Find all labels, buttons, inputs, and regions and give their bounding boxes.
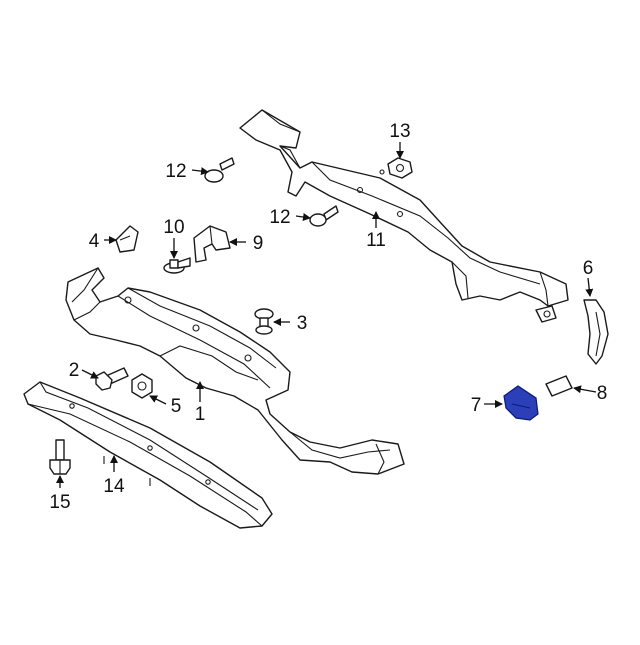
- callout-3: 3: [297, 313, 308, 334]
- leader-lines: [56, 142, 597, 488]
- push-pin-part-3[interactable]: [254, 308, 274, 335]
- nut-part-5[interactable]: [131, 373, 153, 399]
- callout-12-left: 12: [165, 161, 186, 182]
- callout-9: 9: [253, 233, 264, 254]
- bolt-part-2[interactable]: [95, 367, 129, 391]
- clip-part-4[interactable]: [115, 225, 139, 253]
- upper-tie-bar-part-11[interactable]: [239, 109, 569, 323]
- radiator-support-part-1[interactable]: [65, 267, 405, 475]
- bolt-part-10[interactable]: [163, 257, 191, 274]
- bracket-part-6[interactable]: [583, 299, 609, 365]
- bracket-part-9[interactable]: [193, 225, 231, 263]
- clip-part-8[interactable]: [545, 375, 573, 397]
- bolt-part-15[interactable]: [49, 439, 71, 475]
- callout-13: 13: [389, 121, 410, 142]
- grommet-part-13[interactable]: [387, 157, 413, 179]
- callout-4: 4: [89, 231, 100, 252]
- callout-14: 14: [103, 476, 125, 497]
- callout-8: 8: [597, 383, 608, 404]
- callout-2: 2: [69, 360, 80, 381]
- bracket-part-7-highlighted[interactable]: [503, 385, 539, 421]
- bolt-part-12-left[interactable]: [204, 157, 235, 183]
- lower-deflector-part-14[interactable]: [23, 381, 273, 529]
- callout-10: 10: [163, 217, 184, 238]
- callout-7: 7: [471, 395, 482, 416]
- callout-11: 11: [366, 230, 386, 251]
- bolt-part-12-right[interactable]: [309, 205, 339, 227]
- callout-6: 6: [583, 258, 594, 279]
- callout-5: 5: [171, 396, 182, 417]
- callout-12-right: 12: [269, 207, 290, 228]
- callout-1: 1: [195, 404, 206, 425]
- callout-15: 15: [49, 492, 70, 513]
